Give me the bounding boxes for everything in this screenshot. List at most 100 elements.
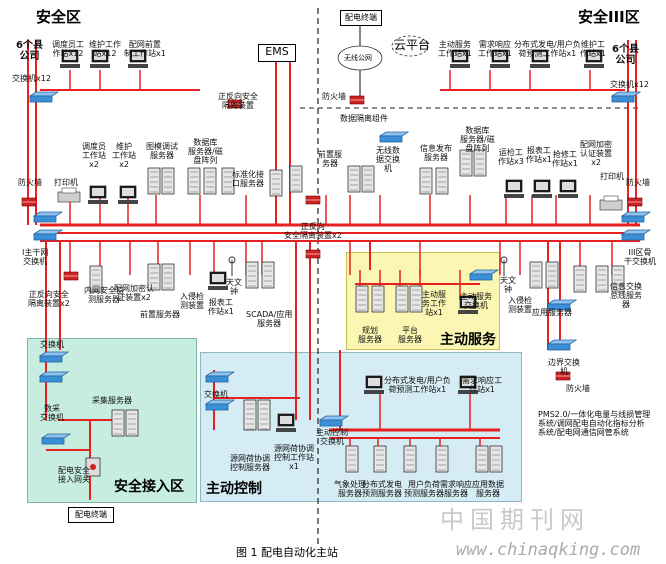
workstation-top-2-icon-keyboard bbox=[128, 64, 148, 68]
label-report-ws: 报表工 作站x1 bbox=[526, 146, 552, 164]
workstation-low-1-icon bbox=[462, 298, 474, 306]
title-security-zone-1: 安全区 bbox=[36, 8, 82, 26]
active-service-switch-icon-top bbox=[468, 269, 500, 275]
label-firewall-right: 防火墙 bbox=[626, 178, 650, 187]
active-service-switch-icon bbox=[469, 273, 493, 281]
switch-secure-icon-top bbox=[38, 351, 70, 357]
label-active-ctrl-switch: 主动控制 交换机 bbox=[316, 428, 348, 446]
label-iii-switch: III区骨 干交换机 bbox=[624, 248, 656, 266]
server-upper-1-icon bbox=[161, 167, 175, 195]
server-lower-8-icon bbox=[409, 285, 423, 313]
label-scada-server: SCADA/应用 服务器 bbox=[246, 310, 293, 328]
workstation-mid-4-icon bbox=[562, 182, 574, 190]
server-lower-12-icon bbox=[595, 265, 609, 293]
label-app-data-server: 应用数据 服务器 bbox=[472, 480, 504, 498]
label-switch-main: Ⅰ主干网 交换机 bbox=[22, 248, 49, 266]
workstation-mid-1-icon bbox=[122, 188, 134, 196]
server-upper-6-icon bbox=[289, 165, 303, 193]
label-dispatch-ws: 调度员工 作站x12 bbox=[52, 40, 84, 58]
switch-right-main-2-icon bbox=[621, 233, 645, 241]
workstation-low-0-icon bbox=[212, 274, 224, 282]
title-active-service: 主动服务 bbox=[440, 332, 496, 348]
server-upper-7-icon bbox=[347, 165, 361, 193]
label-repair-ws: 抢修工 作站x1 bbox=[552, 150, 578, 168]
active-control-switch-icon-top bbox=[318, 415, 350, 421]
label-dist-terminal-sec: 配电安全 接入网关 bbox=[58, 466, 90, 484]
title-secure-access: 安全接入区 bbox=[114, 479, 184, 495]
collect-server-1-icon bbox=[125, 409, 139, 437]
label-intranet-monitor: 内网安全监 测服务器 bbox=[84, 286, 124, 304]
label-antenna-right: 天文 钟 bbox=[500, 276, 516, 294]
label-data-switch: 数采 交换机 bbox=[40, 404, 64, 422]
server-upper-8-icon bbox=[361, 165, 375, 193]
server-lower-2-icon bbox=[161, 263, 175, 291]
label-fwd-isolation-top: 正反向安全 隔离装置 bbox=[218, 92, 258, 110]
server-lower-9-icon bbox=[529, 261, 543, 289]
label-firewall-top: 防火墙 bbox=[322, 92, 346, 101]
workstation-low-4-icon bbox=[280, 416, 292, 424]
switch-left-top-icon-top bbox=[28, 91, 60, 97]
server-upper-5-icon bbox=[269, 169, 283, 197]
source-url: www.chinaqking.com bbox=[456, 540, 641, 560]
switch-right-main-icon-top bbox=[620, 211, 652, 217]
label-dg-ws: 分布式发电/用户负 荷预测工作站x1 bbox=[384, 376, 451, 394]
switch-left-main-icon bbox=[33, 215, 57, 223]
server-lower-6-icon bbox=[371, 285, 385, 313]
title-security-zone-3: 安全III区 bbox=[578, 8, 640, 26]
label-user-server: 用户负荷 预测服务器 bbox=[404, 480, 444, 498]
label-cert-server: 配网加密 认证装置 x2 bbox=[580, 140, 612, 167]
workstation-top-0-icon-keyboard bbox=[60, 64, 80, 68]
label-fwd-iso-left: 正反向安全 隔离装置x2 bbox=[28, 290, 70, 308]
server-lower-5-icon bbox=[355, 285, 369, 313]
label-pms-note: PMS2.0/一体化电量与线损管理 系统/调网配电自动化指标分析 系统/配电网通… bbox=[538, 410, 651, 437]
workstation-low-0-icon-keyboard bbox=[208, 286, 228, 290]
workstation-top-2-icon bbox=[132, 52, 144, 60]
server-lower-0-icon bbox=[89, 265, 103, 293]
switch-control-2-icon bbox=[205, 403, 229, 411]
wireless-switch-icon-top bbox=[378, 131, 410, 137]
label-switch-x12-left: 交换机x12 bbox=[12, 74, 51, 83]
active-control-switch-icon bbox=[319, 419, 343, 427]
data-switch-icon bbox=[41, 437, 65, 445]
switch-secure-icon bbox=[39, 355, 63, 363]
title-active-control: 主动控制 bbox=[206, 481, 262, 497]
server-upper-2-icon bbox=[187, 167, 201, 195]
workstation-mid-0-icon bbox=[92, 188, 104, 196]
clock-antenna-dish-1 bbox=[500, 256, 508, 264]
printer-right-icon bbox=[599, 199, 623, 211]
control-server-0-icon bbox=[243, 399, 257, 431]
label-county-right: 6个县 公司 bbox=[612, 44, 639, 66]
label-printer-right: 打印机 bbox=[600, 172, 624, 181]
label-active-ws: 主动服 务工作 站x1 bbox=[422, 290, 446, 317]
label-ops-ws: 运检工 作站x3 bbox=[498, 148, 524, 166]
switch-secure-2-icon-top bbox=[38, 371, 70, 377]
forecast-server-0-icon bbox=[345, 445, 359, 473]
workstation-top-3-icon-keyboard bbox=[450, 64, 470, 68]
border-switch-icon-top bbox=[546, 299, 578, 305]
workstation-mid-3-icon-keyboard bbox=[532, 194, 552, 198]
label-demand-ws: 需求响应工 作站x1 bbox=[462, 376, 502, 394]
workstation-low-2-icon bbox=[368, 378, 380, 386]
forecast-server-2-icon bbox=[403, 445, 417, 473]
label-active-ws-top: 主动服务 工作站x1 bbox=[438, 40, 472, 58]
workstation-top-0-icon bbox=[64, 52, 76, 60]
forecast-server-5-icon bbox=[489, 445, 503, 473]
server-lower-1-icon bbox=[147, 263, 161, 291]
border-switch-icon bbox=[547, 303, 571, 311]
workstation-low-1-icon-keyboard bbox=[458, 310, 478, 314]
data-switch-icon-top bbox=[40, 433, 72, 439]
label-antenna-left: 天文 钟 bbox=[226, 278, 242, 296]
server-lower-3-icon bbox=[245, 261, 259, 289]
label-dispatcher-ws2: 调度员 工作站 x2 bbox=[82, 142, 106, 169]
server-lower-11-icon bbox=[573, 265, 587, 293]
security-gateway-lamp bbox=[90, 464, 96, 470]
workstation-mid-0-icon-keyboard bbox=[88, 200, 108, 204]
label-intrusion-left: 入侵检 测装置 bbox=[180, 292, 204, 310]
workstation-mid-4-icon-keyboard bbox=[558, 194, 578, 198]
label-demand-ws-top: 需求响应 工作站x1 bbox=[478, 40, 512, 58]
workstation-top-1-icon-keyboard bbox=[90, 64, 110, 68]
label-info-pub: 信息发布 服务器 bbox=[420, 144, 452, 162]
switch-right-main-2-icon-top bbox=[620, 229, 652, 235]
label-front-server-bot: 前置服务器 bbox=[140, 310, 180, 319]
label-info-exchange: 信息交换 总线服务 器 bbox=[610, 282, 642, 309]
